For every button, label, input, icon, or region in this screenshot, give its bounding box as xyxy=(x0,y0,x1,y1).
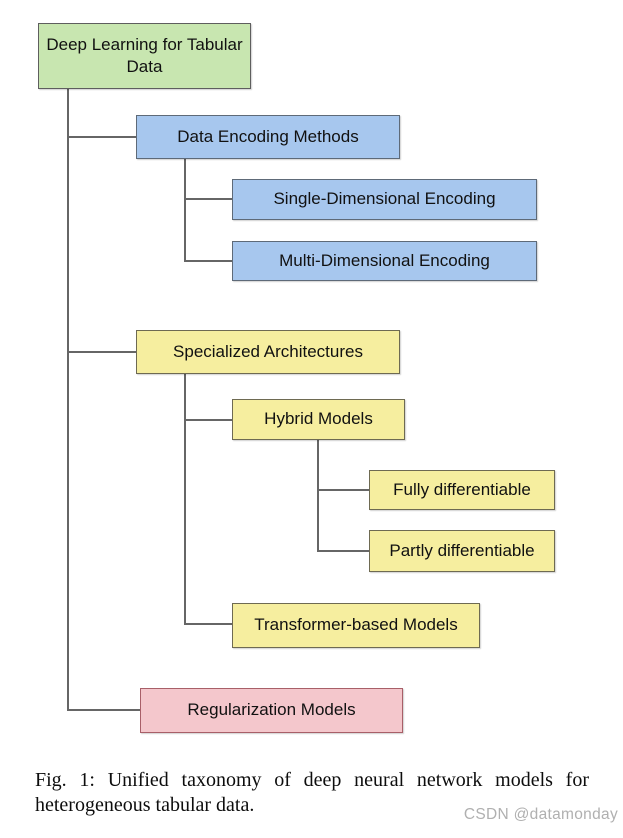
node-partly-differentiable: Partly differentiable xyxy=(369,530,555,572)
connector-trunk-vertical xyxy=(67,89,69,711)
figure-caption-line2: heterogeneous tabular data. xyxy=(35,794,255,816)
connector-branch-single-dimensional xyxy=(184,198,232,200)
node-data-encoding-methods: Data Encoding Methods xyxy=(136,115,400,159)
connector-branch-regularization xyxy=(67,709,140,711)
node-single-dimensional-encoding: Single-Dimensional Encoding xyxy=(232,179,537,220)
node-specialized-architectures: Specialized Architectures xyxy=(136,330,400,374)
connector-branch-partly-diff xyxy=(317,550,369,552)
connector-branch-transformer xyxy=(184,623,232,625)
connector-branch-specialized xyxy=(67,351,136,353)
node-hybrid-models: Hybrid Models xyxy=(232,399,405,440)
node-fully-differentiable: Fully differentiable xyxy=(369,470,555,510)
node-regularization-models: Regularization Models xyxy=(140,688,403,733)
connector-branch-hybrid xyxy=(184,419,232,421)
connector-branch-multi-dimensional xyxy=(184,260,232,262)
connector-branch-data-encoding xyxy=(67,136,136,138)
node-deep-learning-for-tabular-data: Deep Learning for Tabular Data xyxy=(38,23,251,89)
connector-encoding-vertical xyxy=(184,159,186,262)
csdn-watermark: CSDN @datamonday xyxy=(463,806,618,823)
figure-caption-line1: Fig. 1: Unified taxonomy of deep neural … xyxy=(35,769,589,791)
connector-hybrid-vertical xyxy=(317,440,319,552)
node-transformer-based-models: Transformer-based Models xyxy=(232,603,480,648)
node-multi-dimensional-encoding: Multi-Dimensional Encoding xyxy=(232,241,537,281)
figure-caption: Fig. 1: Unified taxonomy of deep neural … xyxy=(35,768,589,818)
connector-branch-fully-diff xyxy=(317,489,369,491)
connector-specialized-vertical xyxy=(184,374,186,625)
